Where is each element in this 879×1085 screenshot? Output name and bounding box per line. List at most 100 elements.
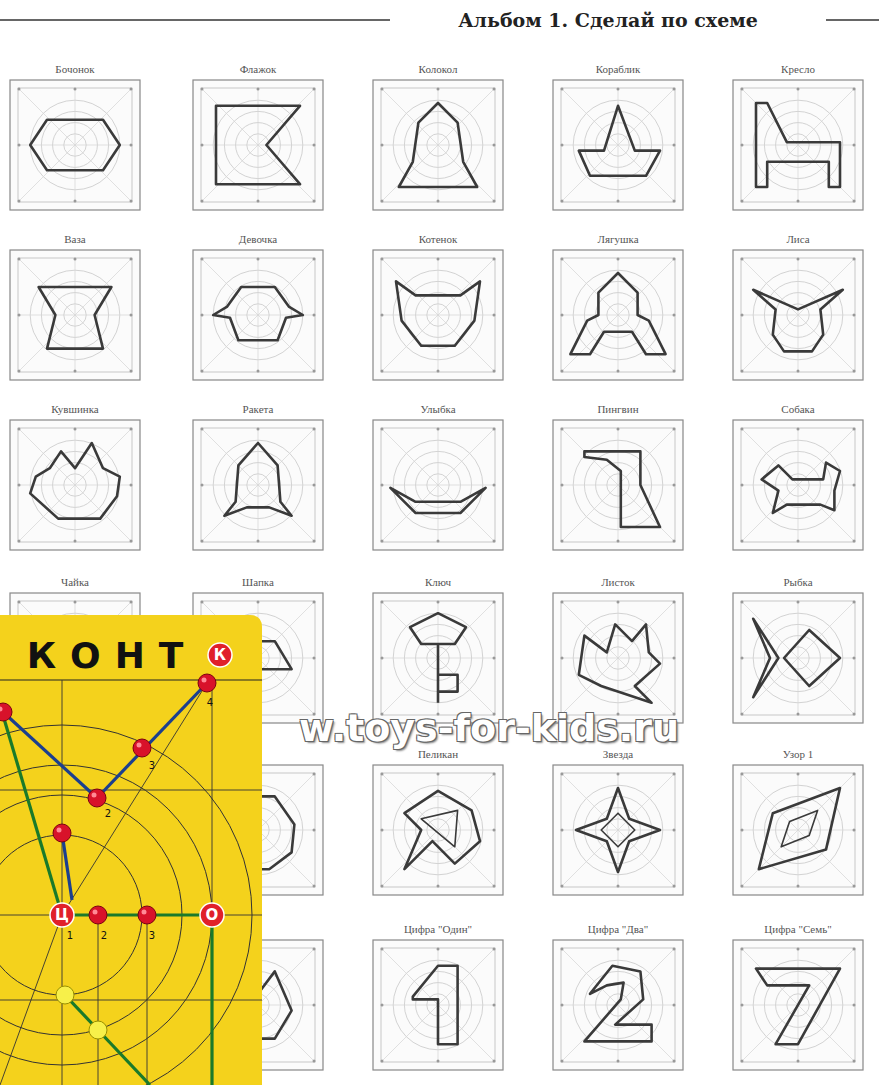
scheme-grid	[373, 80, 503, 210]
peg-number: 2	[101, 930, 107, 941]
scheme-grid	[733, 593, 863, 723]
scheme-figure	[579, 106, 660, 176]
scheme-figure	[756, 969, 840, 1045]
scheme-figure	[213, 287, 303, 340]
scheme-caption: Листок	[601, 576, 635, 588]
scheme-caption: Ваза	[64, 233, 85, 245]
peg-number: 1	[67, 930, 73, 941]
scheme-grid	[373, 593, 503, 723]
scheme-grid	[10, 250, 140, 380]
label-wrap: КОНТ	[27, 635, 198, 676]
scheme-figure	[753, 619, 778, 697]
scheme-grid	[553, 420, 683, 550]
scheme-figure	[216, 106, 300, 184]
label-wrap: Пингвин	[597, 399, 638, 417]
label-wrap: Ракета	[243, 399, 274, 417]
peg-number: 4	[207, 697, 213, 708]
scheme-grid	[193, 420, 323, 550]
scheme-caption: Узор 1	[783, 748, 813, 760]
scheme-figure	[579, 624, 660, 702]
scheme-figure	[584, 966, 651, 1042]
scheme-grid	[553, 593, 683, 723]
scheme-caption: Цифра "Семь"	[764, 923, 831, 935]
scheme-figure	[399, 103, 477, 187]
scheme-grid	[193, 80, 323, 210]
scheme-grid	[373, 250, 503, 380]
scheme-caption: Кресло	[781, 63, 815, 75]
scheme-caption: Кувшинка	[51, 403, 99, 415]
title-wrap: Альбом 1. Сделай по схеме	[452, 9, 764, 31]
label-wrap: Ключ	[425, 572, 451, 590]
scheme-figure	[39, 287, 112, 349]
label-wrap: О	[206, 906, 219, 924]
label-wrap: 4	[207, 692, 213, 710]
label-wrap: 2	[101, 925, 107, 943]
label-wrap: w.toys-for-kids.ru	[299, 706, 679, 750]
peg-number: 3	[149, 760, 155, 771]
scheme-figure	[753, 290, 843, 352]
label-wrap: Лиса	[786, 229, 809, 247]
scheme-caption: Рыбка	[783, 576, 812, 588]
label-wrap: Ваза	[64, 229, 85, 247]
label-wrap: Узор 1	[783, 744, 813, 762]
label-wrap: Улыбка	[420, 399, 455, 417]
peg-letter: О	[206, 906, 219, 924]
scheme-figure	[601, 813, 635, 847]
scheme-caption: Ракета	[243, 403, 274, 415]
scheme-grid	[373, 420, 503, 550]
label-wrap: 3	[149, 925, 155, 943]
scheme-figure	[30, 443, 120, 519]
scheme-figure	[410, 613, 466, 644]
scheme-figure	[438, 675, 458, 692]
scheme-figure	[584, 451, 660, 527]
label-wrap: Кувшинка	[51, 399, 99, 417]
label-wrap: Рыбка	[783, 572, 812, 590]
scheme-caption: Котенок	[419, 233, 458, 245]
label-wrap: Собака	[781, 399, 814, 417]
scheme-caption: Чайка	[61, 576, 89, 588]
label-wrap: Кресло	[781, 59, 815, 77]
scheme-grid	[733, 940, 863, 1070]
label-wrap: Колокол	[419, 59, 458, 77]
scheme-grid	[553, 250, 683, 380]
scheme-grid	[553, 940, 683, 1070]
scheme-grid	[733, 420, 863, 550]
scheme-caption: Девочка	[239, 233, 277, 245]
scheme-caption: Флажок	[240, 63, 277, 75]
scheme-grid	[733, 250, 863, 380]
scheme-grid	[10, 420, 140, 550]
toy-photo	[0, 615, 262, 1085]
scheme-grid	[553, 765, 683, 895]
header-rule	[826, 19, 879, 21]
scheme-caption: Улыбка	[420, 403, 455, 415]
label-wrap: 2	[105, 803, 111, 821]
label-wrap: Цифра "Один"	[404, 919, 472, 937]
label-wrap: К	[214, 646, 226, 664]
scheme-caption: Шапка	[242, 576, 274, 588]
scheme-figure	[421, 810, 457, 846]
label-wrap: Цифра "Два"	[588, 919, 649, 937]
label-wrap: Котенок	[419, 229, 458, 247]
scheme-caption: Лягушка	[597, 233, 638, 245]
scheme-caption: Колокол	[419, 63, 458, 75]
toy-logo: КОНТ	[27, 635, 198, 676]
scheme-caption: Бочонок	[55, 63, 94, 75]
scheme-caption: Цифра "Один"	[404, 923, 472, 935]
scheme-figure	[396, 281, 480, 345]
scheme-grid	[193, 250, 323, 380]
label-wrap: Лягушка	[597, 229, 638, 247]
scheme-caption: Ключ	[425, 576, 451, 588]
label-wrap: Бочонок	[55, 59, 94, 77]
scheme-grid	[10, 80, 140, 210]
peg-number: 2	[105, 808, 111, 819]
peg-letter: К	[214, 646, 226, 664]
scheme-figure	[762, 463, 840, 513]
scheme-figure	[437, 644, 440, 703]
scheme-figure	[413, 966, 458, 1044]
label-wrap: Листок	[601, 572, 635, 590]
scheme-caption: Лиса	[786, 233, 809, 245]
album-title: Альбом 1. Сделай по схеме	[452, 9, 764, 31]
scheme-grid	[733, 765, 863, 895]
scheme-figure	[30, 120, 120, 170]
